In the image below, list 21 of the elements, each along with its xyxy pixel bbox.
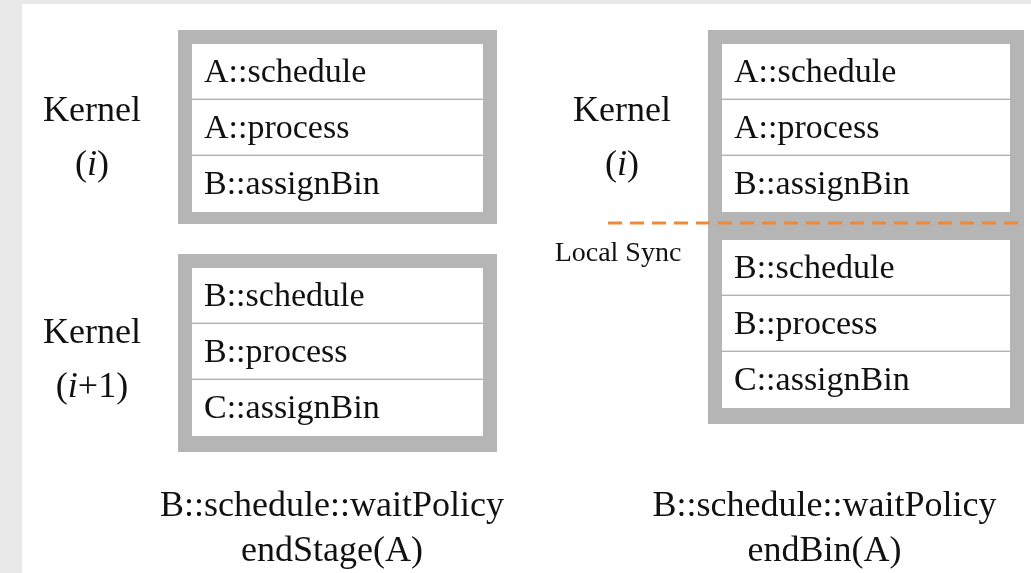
stage-cell: A::process (192, 100, 483, 155)
kernel-label: Kernel (i+1) (42, 310, 142, 407)
stage-cell: A::schedule (192, 44, 483, 99)
stage-cell: C::assignBin (722, 352, 1010, 408)
stage-cell: B::assignBin (192, 156, 483, 212)
kernel-frame (708, 30, 1024, 424)
stage-cell: A::process (722, 100, 1010, 155)
stage-cell: C::assignBin (192, 380, 483, 436)
sync-label: Local Sync (553, 235, 683, 269)
kernel-label: Kernel (i) (42, 88, 142, 185)
stage-cell: B::schedule (722, 240, 1010, 295)
kernel-frame (178, 30, 497, 224)
stage-cell: B::assignBin (722, 156, 1010, 212)
stage-cell: B::process (722, 296, 1010, 351)
stage-cell: A::schedule (722, 44, 1010, 99)
kernel-label: Kernel (i) (572, 88, 672, 185)
stage-cell: B::schedule (192, 268, 483, 323)
policy-caption: B::schedule::waitPolicy endStage(A) (159, 483, 505, 571)
kernel-frame (178, 254, 497, 452)
policy-caption: B::schedule::waitPolicy endBin(A) (651, 483, 998, 571)
stage-cell: B::process (192, 324, 483, 379)
